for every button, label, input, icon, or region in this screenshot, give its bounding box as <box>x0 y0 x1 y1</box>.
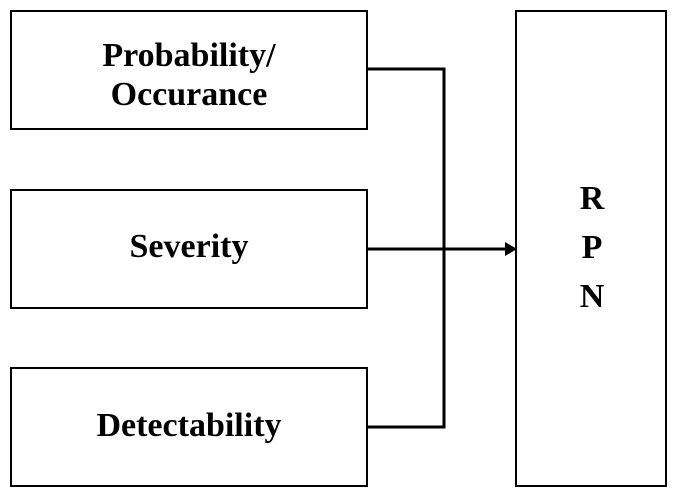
probability-label: Probability/ <box>102 37 276 74</box>
detectability-box: Detectability <box>10 367 368 487</box>
rpn-letter-n: N <box>580 278 605 315</box>
rpn-letter-p: P <box>582 229 603 266</box>
severity-label: Severity <box>130 228 249 265</box>
rpn-box: R P N <box>515 10 667 487</box>
rpn-letter-r: R <box>580 180 605 217</box>
detectability-label: Detectability <box>96 407 281 444</box>
connector-probability <box>367 67 446 249</box>
occurance-label: Occurance <box>111 76 268 113</box>
arrowhead-icon <box>505 242 517 256</box>
connector-detectability <box>367 249 446 429</box>
probability-occurance-box: Probability/ Occurance <box>10 10 368 130</box>
severity-box: Severity <box>10 189 368 309</box>
